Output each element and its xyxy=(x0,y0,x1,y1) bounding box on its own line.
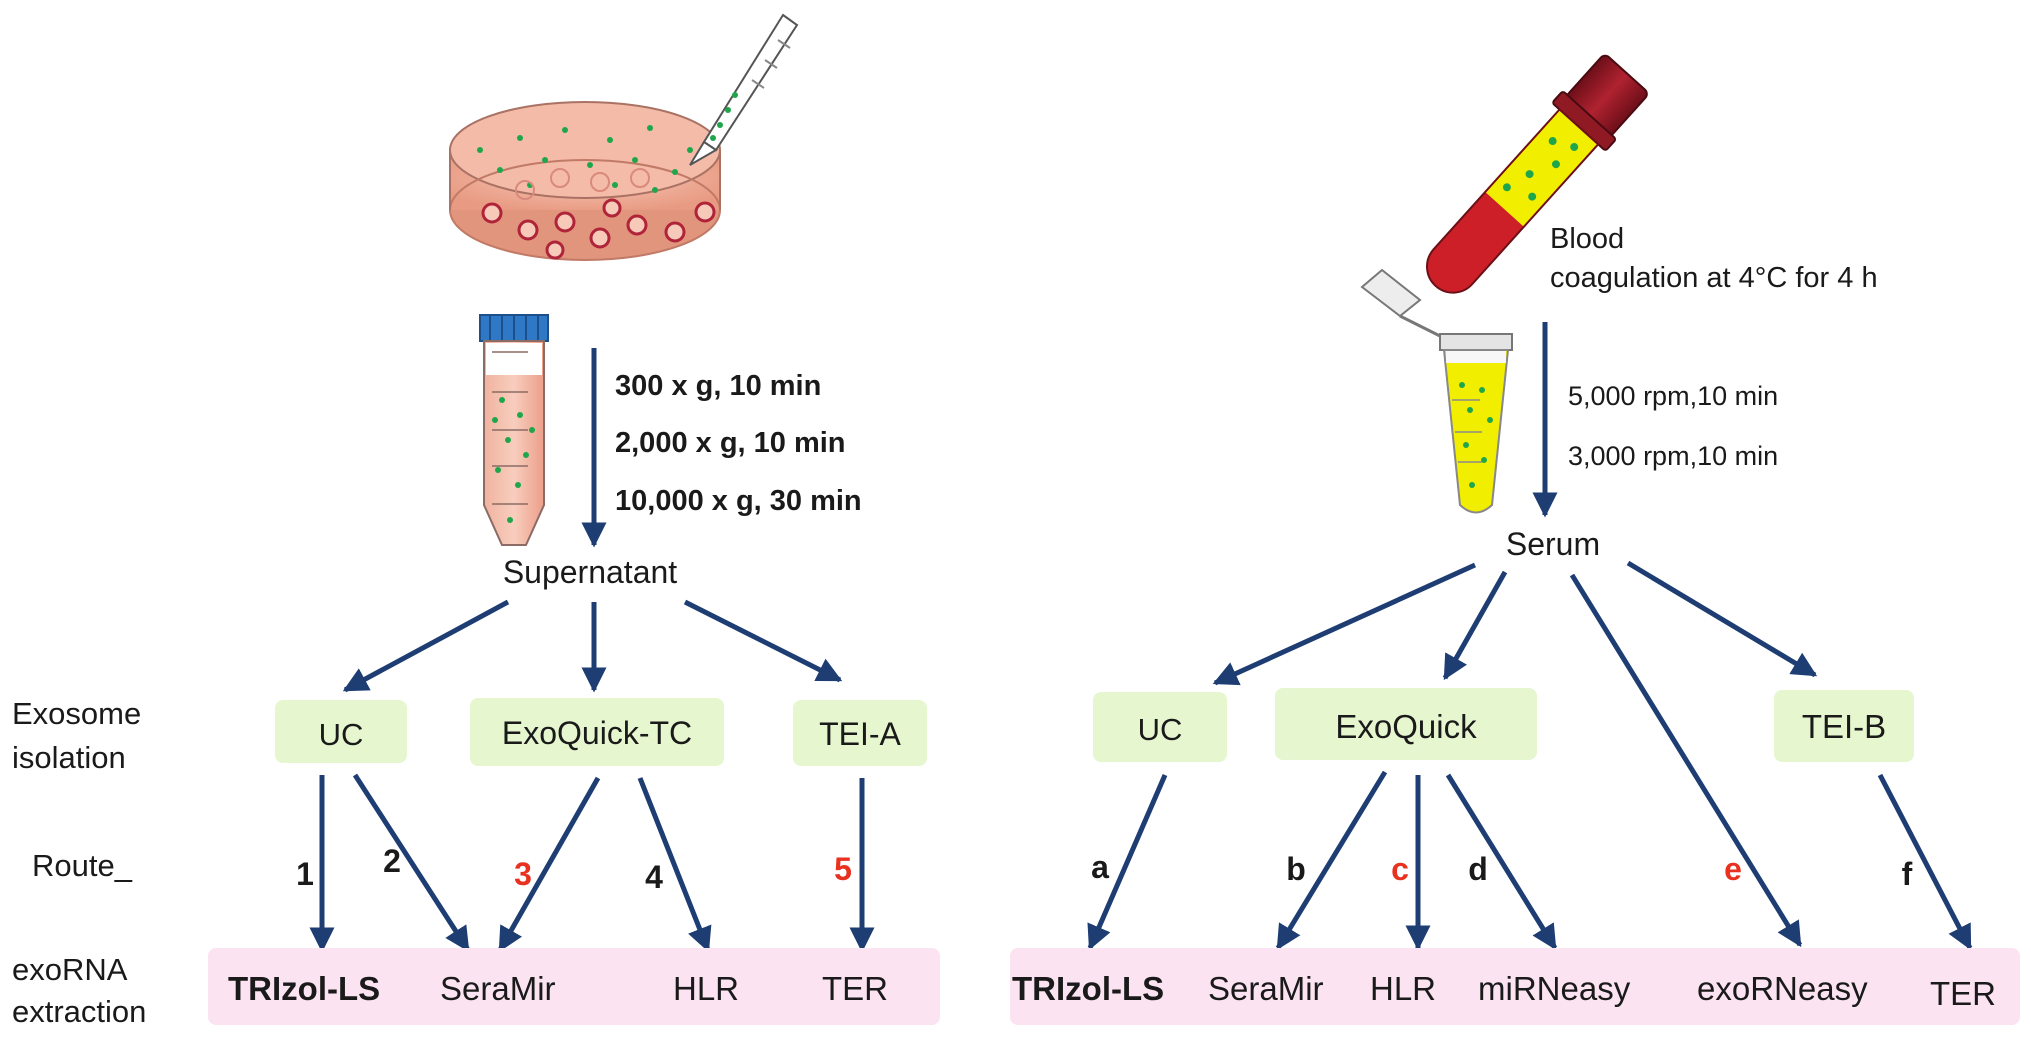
extraction-method: SeraMir xyxy=(440,970,556,1007)
arrow-serum-to-exoquick xyxy=(1442,570,1508,681)
right-centrifuge-step: 3,000 rpm,10 min xyxy=(1568,441,1778,471)
falcon-tube-icon xyxy=(479,314,549,546)
microcentrifuge-tube-icon xyxy=(1360,268,1513,514)
route-2-arrow xyxy=(352,773,471,953)
route-label: e xyxy=(1724,851,1742,887)
extraction-method: HLR xyxy=(1370,970,1436,1007)
serum-label: Serum xyxy=(1506,526,1600,562)
isolation-method-uc: UC xyxy=(319,717,364,752)
extraction-row-label-line2: extraction xyxy=(12,994,146,1029)
pipette-icon xyxy=(689,13,799,166)
arrow-serum-to-uc xyxy=(1212,562,1477,686)
isolation-method-uc: UC xyxy=(1138,712,1183,747)
route-label: 4 xyxy=(645,859,663,895)
isolation-box-tei-b xyxy=(1774,690,1914,762)
petri-dish-icon xyxy=(449,101,721,261)
arrow-supernatant-to-tei-a xyxy=(683,599,843,683)
isolation-method-exoquick-tc: ExoQuick-TC xyxy=(502,715,692,751)
extraction-method: TRIzol-LS xyxy=(228,970,380,1007)
route-label: a xyxy=(1091,849,1109,885)
arrow-serum-to-tei-b xyxy=(1626,560,1818,678)
extraction-method: miRNeasy xyxy=(1478,970,1631,1007)
route-f-arrow xyxy=(1877,773,1973,951)
route-d-arrow xyxy=(1445,773,1558,951)
blood-label: Blood xyxy=(1550,223,1624,255)
extraction-method: SeraMir xyxy=(1208,970,1324,1007)
isolation-method-tei-a: TEI-A xyxy=(819,716,901,752)
route-a-arrow xyxy=(1087,774,1168,951)
left-centrifuge-step: 10,000 x g, 30 min xyxy=(615,485,862,517)
isolation-box-uc-right xyxy=(1093,692,1227,762)
isolation-box-exoquick xyxy=(1275,688,1537,760)
coagulation-label: coagulation at 4°C for 4 h xyxy=(1550,262,1878,294)
extraction-method: TER xyxy=(1930,975,1996,1012)
isolation-box-uc xyxy=(275,700,407,763)
arrow-supernatant-to-uc xyxy=(342,599,510,693)
route-label: c xyxy=(1391,851,1409,887)
route-label: 2 xyxy=(383,843,401,879)
route-3-arrow xyxy=(497,776,601,953)
route-b-arrow xyxy=(1275,770,1388,951)
left-centrifuge-step: 300 x g, 10 min xyxy=(615,370,821,402)
supernatant-label: Supernatant xyxy=(503,554,677,590)
isolation-box-exoquick-tc xyxy=(470,698,724,766)
extraction-method: exoRNeasy xyxy=(1697,970,1868,1007)
right-centrifuge-step: 5,000 rpm,10 min xyxy=(1568,381,1778,411)
route-row-label: Route_ xyxy=(32,848,133,883)
extraction-method: TER xyxy=(822,970,888,1007)
left-centrifuge-step: 2,000 x g, 10 min xyxy=(615,427,846,459)
extraction-box-left xyxy=(208,948,940,1025)
route-label: d xyxy=(1468,851,1488,887)
isolation-row-label-line1: Exosome xyxy=(12,696,141,731)
extraction-method: TRIzol-LS xyxy=(1012,970,1164,1007)
route-label: b xyxy=(1286,851,1306,887)
isolation-method-tei-b: TEI-B xyxy=(1802,708,1886,745)
route-label: 5 xyxy=(834,851,852,887)
isolation-box-tei-a xyxy=(793,700,927,766)
route-label: 3 xyxy=(514,856,532,892)
blood-tube-icon xyxy=(1426,54,1648,294)
route-4-arrow xyxy=(637,777,712,953)
extraction-row-label-line1: exoRNA xyxy=(12,952,128,987)
isolation-method-exoquick: ExoQuick xyxy=(1335,708,1477,745)
isolation-row-label-line2: isolation xyxy=(12,740,126,775)
extraction-method: HLR xyxy=(673,970,739,1007)
route-label: f xyxy=(1902,856,1913,892)
route-label: 1 xyxy=(296,856,314,892)
extraction-box-right xyxy=(1010,948,2020,1025)
arrow-serum-to-exorneasy xyxy=(1569,573,1803,948)
